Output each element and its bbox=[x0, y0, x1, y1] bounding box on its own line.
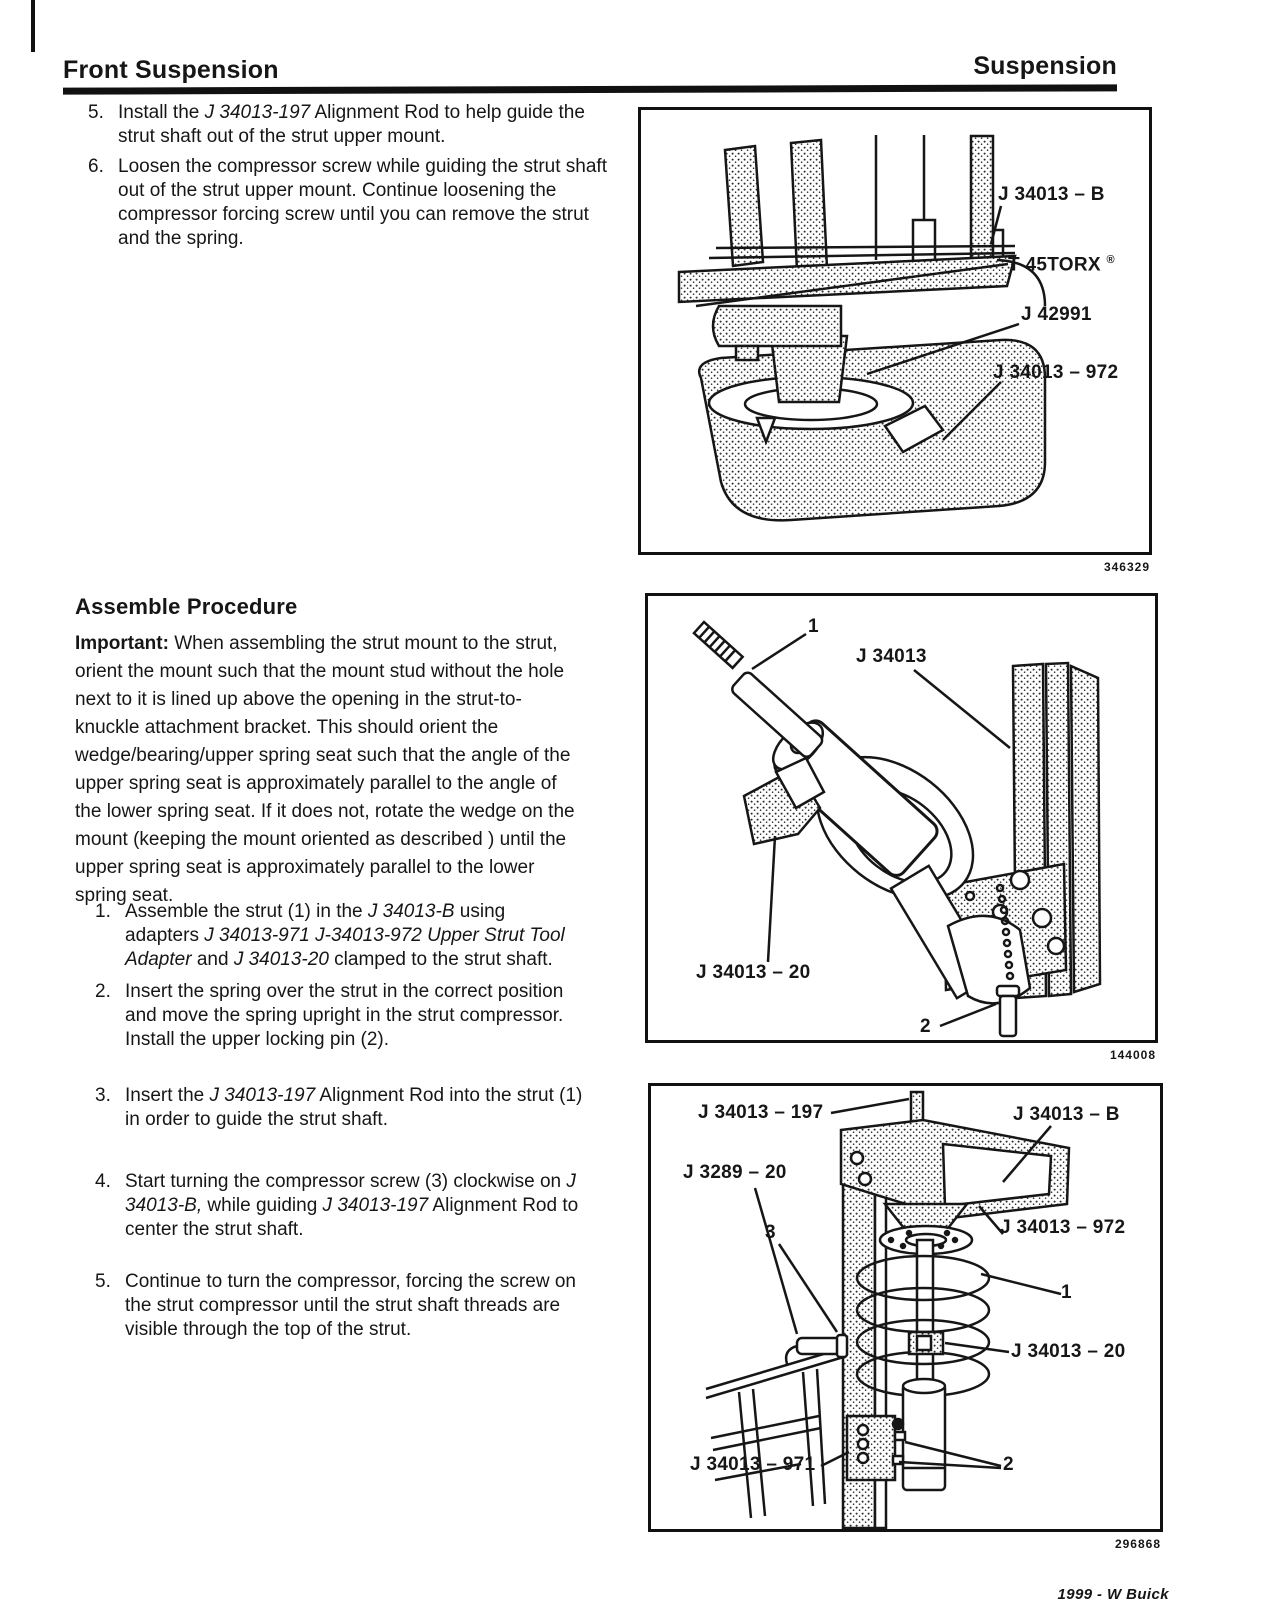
callout-label: J 34013 bbox=[856, 646, 927, 667]
callout-label: J 3289 – 20 bbox=[683, 1162, 787, 1183]
page-title-right: Suspension bbox=[973, 52, 1117, 80]
callout-label: J 34013 – 20 bbox=[1011, 1341, 1126, 1362]
callout-label: 3 bbox=[765, 1222, 776, 1243]
header-rule bbox=[62, 84, 1118, 95]
step-number: 3. bbox=[95, 1085, 111, 1106]
step-number: 5. bbox=[88, 102, 104, 123]
step-text: Loosen the compressor screw while guidin… bbox=[118, 156, 607, 249]
list-item: 3. Insert the J 34013-197 Alignment Rod … bbox=[95, 1084, 587, 1132]
step-number: 6. bbox=[88, 156, 104, 177]
figure-assemble-compressor: J 34013 – 197 J 34013 – B J 3289 – 20 3 … bbox=[648, 1083, 1163, 1551]
step-number: 4. bbox=[95, 1171, 111, 1192]
strut-upper-mount-illustration bbox=[677, 134, 1047, 522]
figure-frame: J 34013 – B T 45TORX ® J 42991 J 34013 –… bbox=[638, 107, 1152, 555]
step-text: Start turning the compressor screw (3) c… bbox=[125, 1171, 579, 1240]
callout-label: J 34013 – 971 bbox=[690, 1454, 816, 1475]
callout-label: 1 bbox=[1061, 1282, 1072, 1303]
figure-number: 144008 bbox=[1109, 1048, 1156, 1062]
list-item: 4. Start turning the compressor screw (3… bbox=[95, 1170, 587, 1242]
figure-strut-in-compressor: 1 J 34013 J 34013 – 20 2 144008 bbox=[645, 593, 1158, 1062]
callout-label: J 34013 – 972 bbox=[993, 362, 1119, 383]
step-number: 5. bbox=[95, 1271, 111, 1292]
scan-edge-mark bbox=[31, 0, 35, 52]
callout-label: J 42991 bbox=[1021, 304, 1092, 325]
list-item: 5. Continue to turn the compressor, forc… bbox=[95, 1270, 587, 1342]
step-text: Insert the J 34013-197 Alignment Rod int… bbox=[125, 1085, 583, 1130]
callout-label: 2 bbox=[1003, 1454, 1014, 1475]
page-footer: 1999 - W Buick bbox=[1057, 1586, 1169, 1603]
section-heading: Assemble Procedure bbox=[75, 594, 298, 619]
important-note: Important: When assembling the strut mou… bbox=[75, 633, 575, 906]
step-number: 1. bbox=[95, 901, 111, 922]
figure-number: 296868 bbox=[1114, 1537, 1161, 1551]
callout-label: J 34013 – 972 bbox=[1000, 1217, 1126, 1238]
figure-frame: J 34013 – 197 J 34013 – B J 3289 – 20 3 … bbox=[648, 1083, 1163, 1532]
callout-label: 1 bbox=[808, 616, 819, 637]
spring-compressor-illustration bbox=[705, 1090, 1071, 1529]
list-item: 5. Install the J 34013-197 Alignment Rod… bbox=[88, 101, 610, 149]
callout-label: T 45TORX ® bbox=[1008, 254, 1115, 276]
step-number: 2. bbox=[95, 981, 111, 1002]
callout-label: J 34013 – B bbox=[998, 184, 1105, 205]
callout-label: J 34013 – 20 bbox=[696, 962, 811, 983]
callout-label: 2 bbox=[920, 1016, 931, 1037]
strut-clamp-illustration bbox=[692, 620, 1102, 1038]
figure-number: 346329 bbox=[1103, 560, 1150, 574]
page-title-left: Front Suspension bbox=[63, 56, 279, 84]
step-text: Continue to turn the compressor, forcing… bbox=[125, 1271, 576, 1340]
list-item: 1. Assemble the strut (1) in the J 34013… bbox=[95, 900, 587, 972]
list-item: 2. Insert the spring over the strut in t… bbox=[95, 980, 587, 1052]
figure-frame: 1 J 34013 J 34013 – 20 2 bbox=[645, 593, 1158, 1043]
assemble-steps: 1. Assemble the strut (1) in the J 34013… bbox=[95, 900, 587, 1342]
callout-label: J 34013 – 197 bbox=[698, 1102, 824, 1123]
callout-label: J 34013 – B bbox=[1013, 1104, 1120, 1125]
step-text: Install the J 34013-197 Alignment Rod to… bbox=[118, 102, 585, 147]
step-text: Assemble the strut (1) in the J 34013-B … bbox=[125, 901, 565, 970]
removal-steps: 5. Install the J 34013-197 Alignment Rod… bbox=[88, 101, 610, 251]
figure-strut-removal: J 34013 – B T 45TORX ® J 42991 J 34013 –… bbox=[638, 107, 1152, 574]
step-text: Insert the spring over the strut in the … bbox=[125, 981, 564, 1050]
list-item: 6. Loosen the compressor screw while gui… bbox=[88, 155, 610, 251]
